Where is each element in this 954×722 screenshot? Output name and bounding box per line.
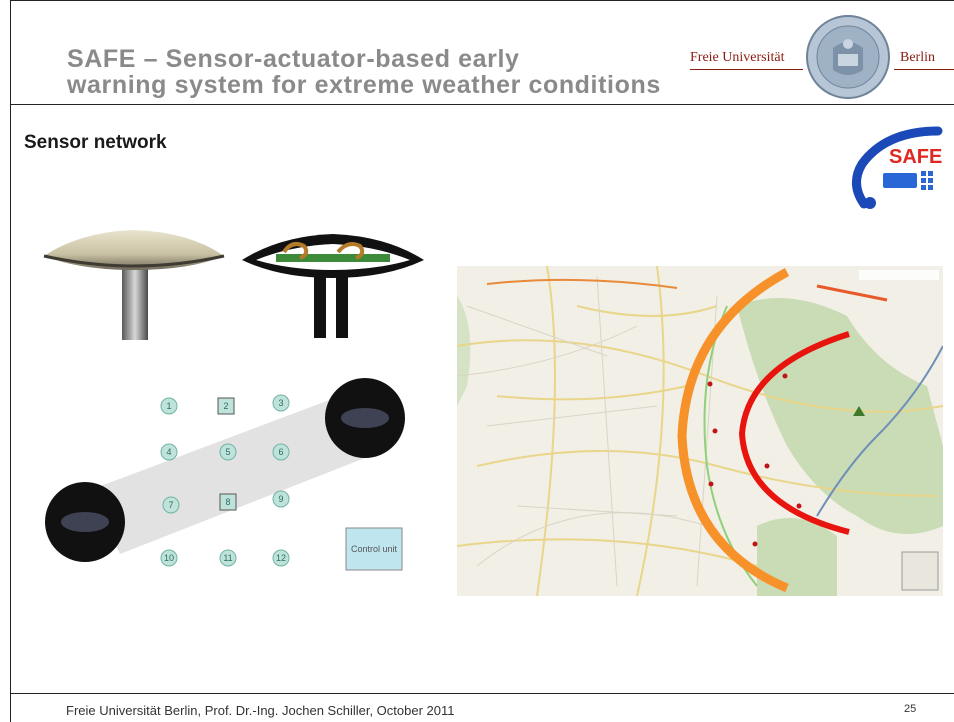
page-number: 25 bbox=[904, 703, 917, 715]
svg-text:1: 1 bbox=[166, 401, 171, 411]
sensor-node: 8 bbox=[219, 493, 237, 511]
svg-text:8: 8 bbox=[225, 497, 230, 507]
svg-text:6: 6 bbox=[278, 447, 283, 457]
university-logo: Freie Universität Berlin bbox=[686, 14, 954, 100]
title-line-1: SAFE – Sensor-actuator-based early bbox=[67, 45, 520, 73]
slide-frame-left bbox=[10, 0, 11, 722]
sensor-node: 12 bbox=[272, 549, 290, 567]
svg-text:3: 3 bbox=[278, 398, 283, 408]
header-divider bbox=[10, 104, 954, 105]
footer-text: Freie Universität Berlin, Prof. Dr.-Ing.… bbox=[66, 703, 455, 718]
sensor-node: 10 bbox=[160, 549, 178, 567]
sensor-network-diagram: 1 2 3 4 5 6 7 8 bbox=[45, 378, 405, 571]
control-unit-label: Control unit bbox=[351, 544, 398, 554]
svg-text:12: 12 bbox=[276, 553, 286, 563]
safe-project-logo: SAFE bbox=[852, 126, 943, 209]
section-heading: Sensor network bbox=[24, 132, 167, 153]
forest-area bbox=[737, 298, 943, 534]
svg-text:9: 9 bbox=[278, 494, 283, 504]
sensor-antenna-schematic bbox=[242, 234, 424, 338]
logo-underline-left bbox=[690, 69, 803, 70]
weather-warning-map bbox=[457, 266, 943, 596]
sensor-node: 1 bbox=[160, 397, 178, 415]
university-seal-icon bbox=[806, 15, 890, 99]
footer-divider bbox=[10, 693, 954, 694]
safe-logo-text: SAFE bbox=[889, 146, 942, 168]
svg-text:5: 5 bbox=[225, 447, 230, 457]
title-line-2: warning system for extreme weather condi… bbox=[67, 71, 661, 99]
svg-text:10: 10 bbox=[164, 553, 174, 563]
sensor-node: 2 bbox=[217, 397, 235, 415]
slide-title: SAFE – Sensor-actuator-based early warni… bbox=[67, 46, 787, 98]
sensor-markers bbox=[707, 373, 802, 547]
sensor-node: 5 bbox=[219, 443, 237, 461]
svg-text:2: 2 bbox=[223, 401, 228, 411]
svg-text:4: 4 bbox=[166, 447, 171, 457]
inner-warning-arc bbox=[738, 331, 850, 535]
svg-text:11: 11 bbox=[223, 553, 232, 563]
svg-text:7: 7 bbox=[168, 500, 173, 510]
river bbox=[816, 345, 943, 517]
sensor-node: 3 bbox=[272, 394, 290, 412]
control-unit: Control unit bbox=[345, 527, 403, 571]
sensor-node: 9 bbox=[272, 490, 290, 508]
sensor-node: 11 bbox=[219, 549, 237, 567]
sensor-node: 6 bbox=[272, 443, 290, 461]
communication-band bbox=[90, 396, 370, 554]
sensor-antenna-photo bbox=[43, 230, 225, 340]
slide-frame-top bbox=[10, 0, 954, 1]
outer-warning-arc bbox=[677, 268, 790, 593]
roads bbox=[457, 266, 943, 596]
university-name-right: Berlin bbox=[900, 50, 935, 65]
logo-underline-right bbox=[894, 69, 954, 70]
sensor-node: 4 bbox=[160, 443, 178, 461]
sensor-node: 7 bbox=[162, 496, 180, 514]
university-name-left: Freie Universität bbox=[690, 50, 785, 65]
